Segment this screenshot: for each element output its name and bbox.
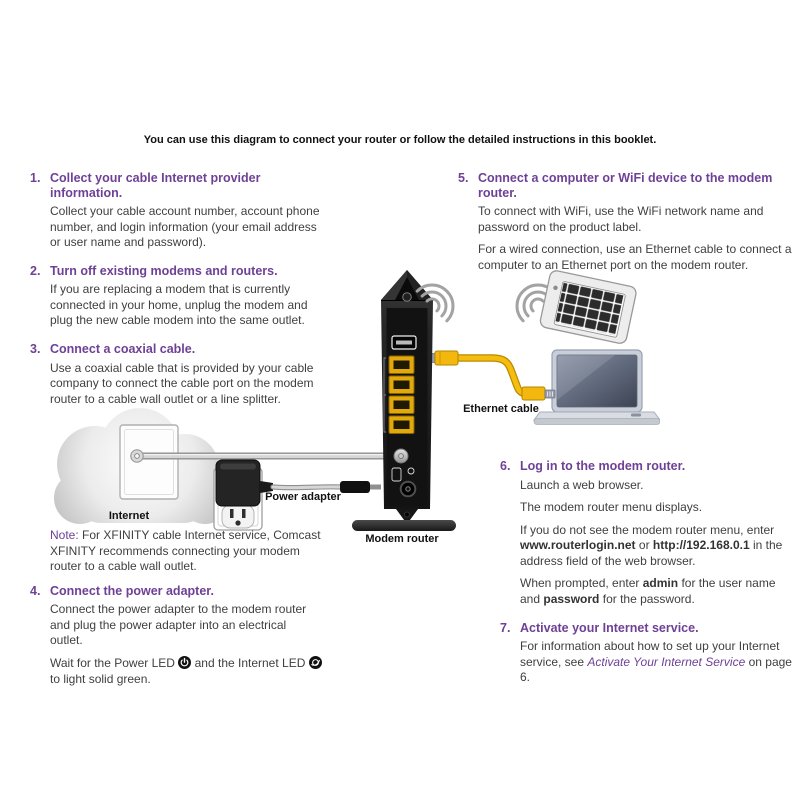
right-column-top: 5. Connect a computer or WiFi device to … <box>458 171 792 286</box>
step-body: Collect your cable account number, accou… <box>50 204 320 250</box>
step-4: 4. Connect the power adapter. Connect th… <box>30 584 322 694</box>
modem-router-illustration <box>352 270 456 531</box>
step-number: 7. <box>500 620 511 635</box>
coax-cable <box>130 449 396 463</box>
step-number: 3. <box>30 342 41 357</box>
wifi-waves-icon <box>515 283 555 323</box>
step-heading: Log in to the modem router. <box>520 459 686 473</box>
login-text: for the password. <box>602 592 695 607</box>
step-3: 3. Connect a coaxial cable. Use a coaxia… <box>30 342 322 414</box>
connection-diagram <box>54 270 660 531</box>
activate-internet-service-link[interactable]: Activate Your Internet Service <box>587 654 746 669</box>
router-login-url: www.routerlogin.net <box>520 538 636 553</box>
activate-text: For information about how to set up your… <box>520 639 780 669</box>
led-text: and the Internet LED <box>194 656 306 671</box>
step-number: 2. <box>30 263 41 278</box>
step-2: 2. Turn off existing modems and routers.… <box>30 264 322 336</box>
step-7: 7. Activate your Internet service. For i… <box>500 621 798 693</box>
led-text: Wait for the Power LED <box>50 656 175 671</box>
led-sentence: Wait for the Power LED and the Internet … <box>50 656 322 687</box>
step-body: Connect the power adapter to the modem r… <box>50 602 307 648</box>
login-text: When prompted, enter <box>520 576 640 591</box>
address-text: or <box>638 538 650 553</box>
router-power-button <box>402 292 412 302</box>
address-text: in the address field of the web browser. <box>520 538 783 568</box>
step-5: 5. Connect a computer or WiFi device to … <box>458 171 792 280</box>
step-body: Launch a web browser. <box>520 477 644 492</box>
address-text: If you do not see the modem router menu,… <box>520 522 775 537</box>
laptop-illustration <box>533 349 660 425</box>
left-column: 1. Collect your cable Internet provider … <box>30 171 322 420</box>
step-body: The modem router menu displays. <box>520 500 703 515</box>
step-heading: Connect the power adapter. <box>50 583 214 598</box>
login-sentence: When prompted, enter admin for the user … <box>520 576 798 607</box>
router-ip-url: http://192.168.0.1 <box>652 538 750 553</box>
tablet-illustration <box>539 270 637 344</box>
step-number: 1. <box>30 171 41 185</box>
address-sentence: If you do not see the modem router menu,… <box>520 523 798 570</box>
cable-wall-outlet <box>119 424 179 500</box>
power-adapter-label: Power adapter <box>265 491 341 503</box>
step-heading: Collect your cable Internet provider inf… <box>50 171 261 200</box>
ethernet-ports <box>383 355 415 434</box>
power-adapter-illustration <box>215 459 381 507</box>
step-heading: Connect a coaxial cable. <box>50 342 196 357</box>
led-text: to light solid green. <box>50 671 151 686</box>
ethernet-cable-label: Ethernet cable <box>463 403 539 415</box>
login-text: for the user name and <box>520 576 776 607</box>
internet-label: Internet <box>108 510 150 522</box>
ethernet-cable-illustration <box>423 350 556 401</box>
step-body: For a wired connection, use an Ethernet … <box>478 242 792 272</box>
step-number: 6. <box>500 459 511 473</box>
step-body: Use a coaxial cable that is provided by … <box>50 360 314 406</box>
activate-text: on page 6. <box>520 654 792 685</box>
step-body: To connect with WiFi, use the WiFi netwo… <box>478 204 764 234</box>
username-value: admin <box>642 576 679 591</box>
note-text: For XFINITY cable Internet service, Comc… <box>50 528 321 574</box>
xfinity-note: Note: For XFINITY cable Internet service… <box>50 528 322 575</box>
step-6: 6. Log in to the modem router. Launch a … <box>500 459 798 615</box>
step-heading: Connect a computer or WiFi device to the… <box>478 171 773 200</box>
step-number: 5. <box>458 171 469 185</box>
left-column-bottom: Note: For XFINITY cable Internet service… <box>30 528 322 700</box>
step-body: If you are replacing a modem that is cur… <box>50 282 308 328</box>
page-title: You can use this diagram to connect your… <box>143 134 657 146</box>
wifi-waves-icon <box>415 283 455 323</box>
password-value: password <box>543 592 600 607</box>
step-heading: Activate your Internet service. <box>520 620 699 635</box>
activate-sentence: For information about how to set up your… <box>520 639 798 686</box>
step-number: 4. <box>30 583 41 598</box>
power-led-icon <box>178 656 192 670</box>
step-heading: Turn off existing modems and routers. <box>50 263 278 278</box>
right-column-bottom: 6. Log in to the modem router. Launch a … <box>500 459 798 699</box>
note-label: Note: <box>50 528 79 542</box>
step-1: 1. Collect your cable Internet provider … <box>30 171 322 258</box>
modem-router-label: Modem router <box>365 533 439 545</box>
internet-led-icon <box>308 656 322 670</box>
usb-port <box>391 335 417 350</box>
